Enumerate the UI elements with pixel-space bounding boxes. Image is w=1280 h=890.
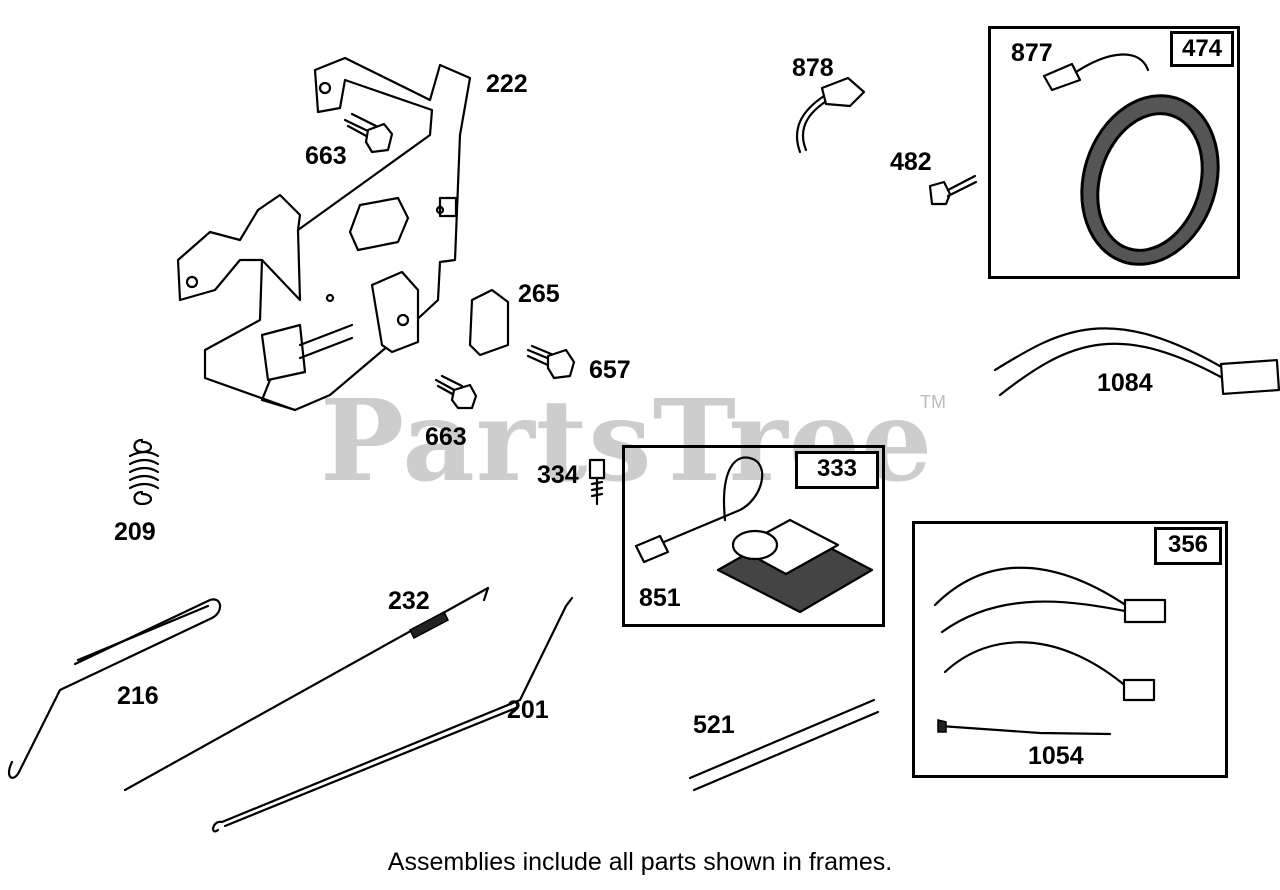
part-label-482: 482 [890,148,932,176]
governor-link-232 [123,586,490,792]
part-label-216: 216 [117,682,159,710]
part-label-265: 265 [518,280,560,308]
part-label-877: 877 [1011,39,1053,67]
part-label-209: 209 [114,518,156,546]
part-label-334: 334 [537,461,579,489]
screw-482 [928,174,978,206]
screw-334 [588,458,606,506]
screw-663-upper [343,112,394,154]
frame-tag-333: 333 [795,451,879,489]
part-label-232: 232 [388,587,430,615]
part-label-663-lower: 663 [425,423,467,451]
part-label-878: 878 [792,54,834,82]
diagram-caption: Assemblies include all parts shown in fr… [387,848,893,876]
part-label-222: 222 [486,70,528,98]
part-label-201: 201 [507,696,549,724]
spring-209 [128,438,160,506]
screw-663-lower [434,374,478,410]
frame-356 [912,521,1228,778]
frame-333 [622,445,885,627]
part-label-1084: 1084 [1097,369,1153,397]
part-label-663-upper: 663 [305,142,347,170]
part-label-851: 851 [639,584,681,612]
part-label-521: 521 [693,711,735,739]
wire-set-356 [933,566,1167,736]
armature-474 [1042,53,1220,266]
connector-878 [795,76,866,154]
rod-201 [212,596,574,833]
frame-tag-474: 474 [1170,31,1234,67]
screw-657 [526,344,576,380]
part-label-1054: 1054 [1028,742,1084,770]
ignition-coil-333 [634,456,874,614]
bracket-part [176,56,472,412]
watermark-trademark: TM [920,392,946,412]
clip-265 [468,288,510,357]
tube-521 [688,698,880,792]
wire-harness-1084 [993,327,1280,397]
part-label-657: 657 [589,356,631,384]
frame-tag-356: 356 [1154,527,1222,565]
rod-216 [7,598,222,779]
frame-474 [988,26,1240,279]
